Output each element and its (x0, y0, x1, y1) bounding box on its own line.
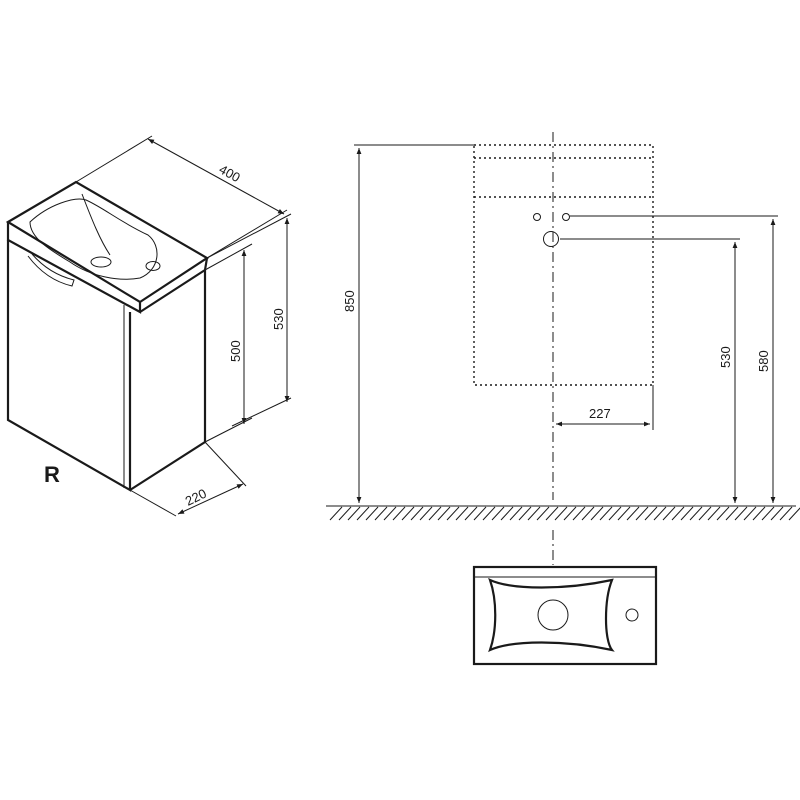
dim-offset-227: 227 (589, 406, 611, 421)
hatch-stroke (473, 506, 487, 521)
dim-depth-220: 220 (183, 486, 209, 509)
hatch-stroke (419, 506, 433, 521)
hatch-stroke (329, 506, 343, 521)
iso-cabinet-front (6, 240, 132, 492)
hatch-stroke (392, 506, 406, 521)
hatch-stroke (698, 506, 712, 521)
hatch-stroke (536, 506, 550, 521)
dim-drain-530: 530 (718, 346, 733, 368)
hatch-stroke (338, 506, 352, 521)
supply-hole-right (562, 213, 570, 221)
hatch-stroke (626, 506, 640, 521)
top-view (472, 530, 658, 666)
hatch-stroke (689, 506, 703, 521)
iso-bowl (29, 198, 158, 280)
hatch-stroke (653, 506, 667, 521)
iso-towel-recess (27, 253, 75, 287)
dim-height-850: 850 (342, 290, 357, 312)
hatch-stroke (554, 506, 568, 521)
hatch-stroke (770, 506, 784, 521)
hatch-stroke (743, 506, 757, 521)
hatch-stroke (365, 506, 379, 521)
hatch-stroke (509, 506, 523, 521)
hatch-stroke (779, 506, 793, 521)
hatch-stroke (455, 506, 469, 521)
dim-supply-580: 580 (756, 350, 771, 372)
hatch-stroke (527, 506, 541, 521)
hatch-stroke (518, 506, 532, 521)
drain-hole (543, 231, 559, 247)
hatch-stroke (383, 506, 397, 521)
top-bowl (488, 577, 615, 653)
dim-height-530: 530 (271, 308, 286, 330)
hatch-stroke (374, 506, 388, 521)
iso-top-outline (5, 180, 210, 304)
hatch-stroke (563, 506, 577, 521)
hatch-stroke (680, 506, 694, 521)
hatch-stroke (356, 506, 370, 521)
hatch-stroke (590, 506, 604, 521)
hatch-stroke (500, 506, 514, 521)
hatch-stroke (572, 506, 586, 521)
hatch-stroke (608, 506, 622, 521)
iso-top-front-edge (6, 222, 142, 314)
dim-width-400: 400 (217, 162, 243, 186)
top-basin-outline (472, 565, 658, 666)
hatch-stroke (635, 506, 649, 521)
hatch-stroke (491, 506, 505, 521)
iso-drain (90, 256, 112, 268)
hatch-stroke (644, 506, 658, 521)
supply-hole-left (533, 213, 541, 221)
front-elevation: 850 227 530 580 (326, 132, 800, 521)
iso-top-side-edge (139, 257, 209, 313)
variant-label: R (44, 462, 60, 487)
hatch-stroke (662, 506, 676, 521)
hatch-stroke (545, 506, 559, 521)
hatch-stroke (581, 506, 595, 521)
hatch-stroke (788, 507, 800, 521)
floor-hatching (329, 506, 800, 521)
iso-cabinet-side (129, 270, 207, 491)
hatch-stroke (428, 506, 442, 521)
hatch-stroke (464, 506, 478, 521)
hatch-stroke (437, 506, 451, 521)
hatch-stroke (671, 506, 685, 521)
top-tap-hole (625, 608, 639, 622)
hatch-stroke (716, 506, 730, 521)
hatch-stroke (347, 506, 361, 521)
hatch-stroke (599, 506, 613, 521)
hatch-stroke (725, 506, 739, 521)
isometric-view: 400 220 500 530 R (5, 135, 292, 517)
hatch-stroke (761, 506, 775, 521)
hatch-stroke (446, 506, 460, 521)
hatch-stroke (752, 506, 766, 521)
hatch-stroke (482, 506, 496, 521)
hatch-stroke (734, 506, 748, 521)
hatch-stroke (401, 506, 415, 521)
front-cabinet-outline (473, 144, 654, 386)
hatch-stroke (617, 506, 631, 521)
hatch-stroke (707, 506, 721, 521)
top-drain (537, 599, 569, 631)
hatch-stroke (410, 506, 424, 521)
dim-height-500: 500 (228, 340, 243, 362)
iso-bowl-inner (81, 193, 111, 256)
iso-tap-hole (145, 261, 161, 271)
